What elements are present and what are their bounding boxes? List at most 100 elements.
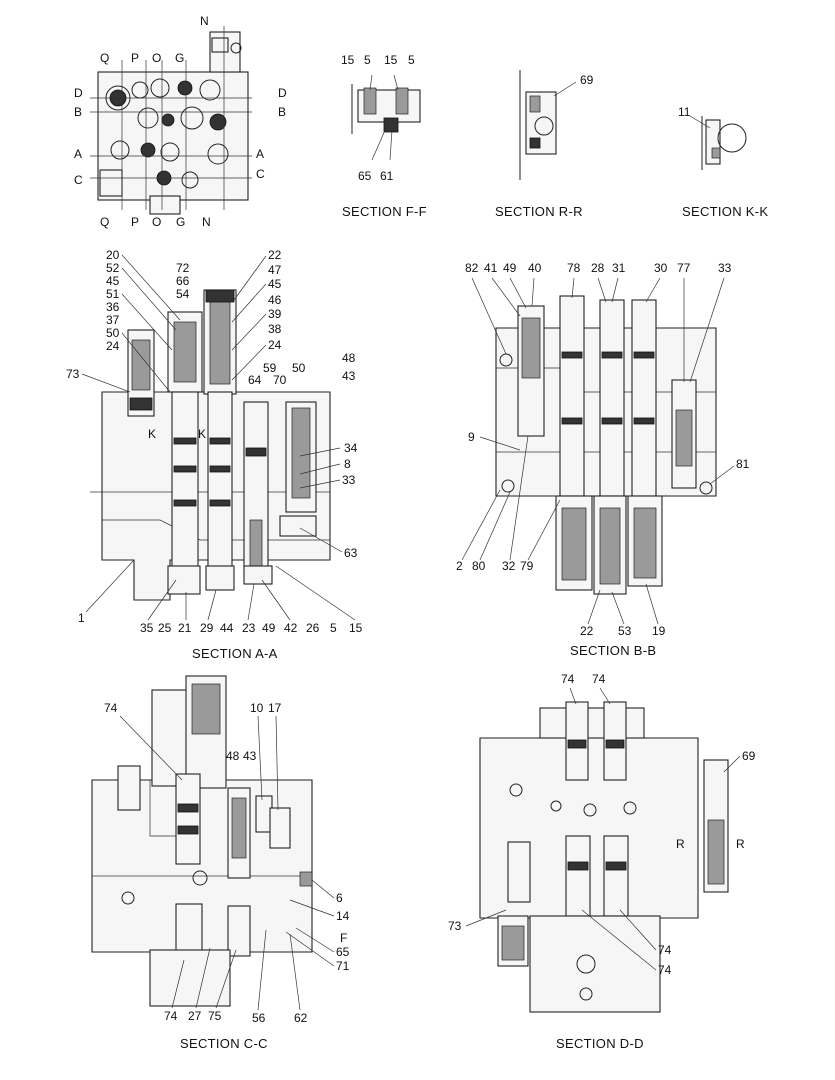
caption-section-k-k: SECTION K-K bbox=[682, 204, 768, 219]
marker-g: G bbox=[175, 51, 184, 65]
marker-a-left: A bbox=[74, 147, 82, 161]
callout-bb-78: 78 bbox=[567, 261, 581, 275]
callout-ff-5: 65 bbox=[358, 169, 372, 183]
marker-p: P bbox=[131, 51, 139, 65]
callout-ff-4: 5 bbox=[408, 53, 415, 67]
callout-aa-43: 43 bbox=[342, 369, 356, 383]
callout-bb-82: 82 bbox=[465, 261, 479, 275]
callout-aa-34: 34 bbox=[344, 441, 358, 455]
callout-aa-5: 5 bbox=[330, 621, 337, 635]
callout-bb-9: 9 bbox=[468, 430, 475, 444]
marker-b-right: B bbox=[278, 105, 286, 119]
callout-aa-72: 72 bbox=[176, 261, 190, 275]
callout-aa-52: 52 bbox=[106, 261, 120, 275]
callout-bb-80: 80 bbox=[472, 559, 486, 573]
callout-aa-39: 39 bbox=[268, 307, 282, 321]
caption-section-a-a: SECTION A-A bbox=[192, 646, 278, 661]
caption-section-f-f: SECTION F-F bbox=[342, 204, 427, 219]
callout-aa-20: 20 bbox=[106, 248, 120, 262]
caption-section-b-b: SECTION B-B bbox=[570, 643, 656, 658]
callout-aa-47: 47 bbox=[268, 263, 282, 277]
marker-q-bottom: Q bbox=[100, 215, 109, 229]
marker-k-1: K bbox=[148, 427, 156, 441]
callout-aa-70: 70 bbox=[273, 373, 287, 387]
callout-bb-81: 81 bbox=[736, 457, 750, 471]
section-a-a-drawing bbox=[90, 289, 331, 601]
marker-a-right: A bbox=[256, 147, 264, 161]
callout-cc-27: 27 bbox=[188, 1009, 202, 1023]
marker-o: O bbox=[152, 51, 161, 65]
callout-bb-31: 31 bbox=[612, 261, 626, 275]
callout-aa-45b: 45 bbox=[268, 277, 282, 291]
marker-r-2: R bbox=[736, 837, 745, 851]
section-f-f-drawing bbox=[351, 74, 421, 161]
section-r-r-drawing bbox=[519, 70, 577, 180]
callout-cc-17: 17 bbox=[268, 701, 282, 715]
callout-aa-45: 45 bbox=[106, 274, 120, 288]
callout-dd-69: 69 bbox=[742, 749, 756, 763]
callout-aa-44: 44 bbox=[220, 621, 234, 635]
callout-aa-49: 49 bbox=[262, 621, 276, 635]
callout-aa-50b: 50 bbox=[292, 361, 306, 375]
callout-cc-48: 48 bbox=[226, 749, 240, 763]
callout-dd-74d: 74 bbox=[658, 963, 672, 977]
callout-cc-74b: 74 bbox=[164, 1009, 178, 1023]
callout-aa-42: 42 bbox=[284, 621, 298, 635]
callout-aa-38: 38 bbox=[268, 322, 282, 336]
callout-bb-19: 19 bbox=[652, 624, 666, 638]
callout-dd-74c: 74 bbox=[658, 943, 672, 957]
marker-r-1: R bbox=[676, 837, 685, 851]
callout-aa-46: 46 bbox=[268, 293, 282, 307]
marker-k-2: K bbox=[198, 427, 206, 441]
callout-cc-14: 14 bbox=[336, 909, 350, 923]
callout-aa-35: 35 bbox=[140, 621, 154, 635]
callout-aa-29: 29 bbox=[200, 621, 214, 635]
callout-ff-6: 61 bbox=[380, 169, 394, 183]
callout-bb-22: 22 bbox=[580, 624, 594, 638]
callout-aa-24: 24 bbox=[106, 339, 120, 353]
callout-aa-48: 48 bbox=[342, 351, 356, 365]
callout-cc-74a: 74 bbox=[104, 701, 118, 715]
callout-aa-51: 51 bbox=[106, 287, 120, 301]
callout-aa-21: 21 bbox=[178, 621, 192, 635]
caption-section-r-r: SECTION R-R bbox=[495, 204, 583, 219]
callout-aa-8: 8 bbox=[344, 457, 351, 471]
callout-cc-43: 43 bbox=[243, 749, 257, 763]
callout-aa-26: 26 bbox=[306, 621, 320, 635]
callout-aa-22: 22 bbox=[268, 248, 282, 262]
callout-ff-3: 15 bbox=[384, 53, 398, 67]
callout-rr-69: 69 bbox=[580, 73, 594, 87]
marker-d-left: D bbox=[74, 86, 83, 100]
caption-section-d-d: SECTION D-D bbox=[556, 1036, 644, 1051]
callout-aa-25: 25 bbox=[158, 621, 172, 635]
callout-cc-6: 6 bbox=[336, 891, 343, 905]
callout-cc-62: 62 bbox=[294, 1011, 308, 1025]
caption-section-c-c: SECTION C-C bbox=[180, 1036, 268, 1051]
callout-aa-59: 59 bbox=[263, 361, 277, 375]
callout-bb-32: 32 bbox=[502, 559, 516, 573]
callout-bb-77: 77 bbox=[677, 261, 691, 275]
marker-q: Q bbox=[100, 51, 109, 65]
callout-ff-1: 15 bbox=[341, 53, 355, 67]
callout-dd-74a: 74 bbox=[561, 672, 575, 686]
callout-aa-24b: 24 bbox=[268, 338, 282, 352]
section-k-k-drawing bbox=[689, 115, 747, 170]
callout-aa-73: 73 bbox=[66, 367, 80, 381]
callout-aa-66: 66 bbox=[176, 274, 190, 288]
callout-cc-75: 75 bbox=[208, 1009, 222, 1023]
marker-n-top: N bbox=[200, 14, 209, 28]
callout-bb-40: 40 bbox=[528, 261, 542, 275]
callout-bb-41: 41 bbox=[484, 261, 498, 275]
callout-aa-23: 23 bbox=[242, 621, 256, 635]
marker-b-left: B bbox=[74, 105, 82, 119]
callout-aa-1: 1 bbox=[78, 611, 85, 625]
callout-aa-33: 33 bbox=[342, 473, 356, 487]
callout-aa-54: 54 bbox=[176, 287, 190, 301]
callout-aa-50: 50 bbox=[106, 326, 120, 340]
callout-bb-28: 28 bbox=[591, 261, 605, 275]
callout-dd-73: 73 bbox=[448, 919, 462, 933]
callout-cc-65: 65 bbox=[336, 945, 350, 959]
marker-n-bottom: N bbox=[202, 215, 211, 229]
callout-ff-2: 5 bbox=[364, 53, 371, 67]
